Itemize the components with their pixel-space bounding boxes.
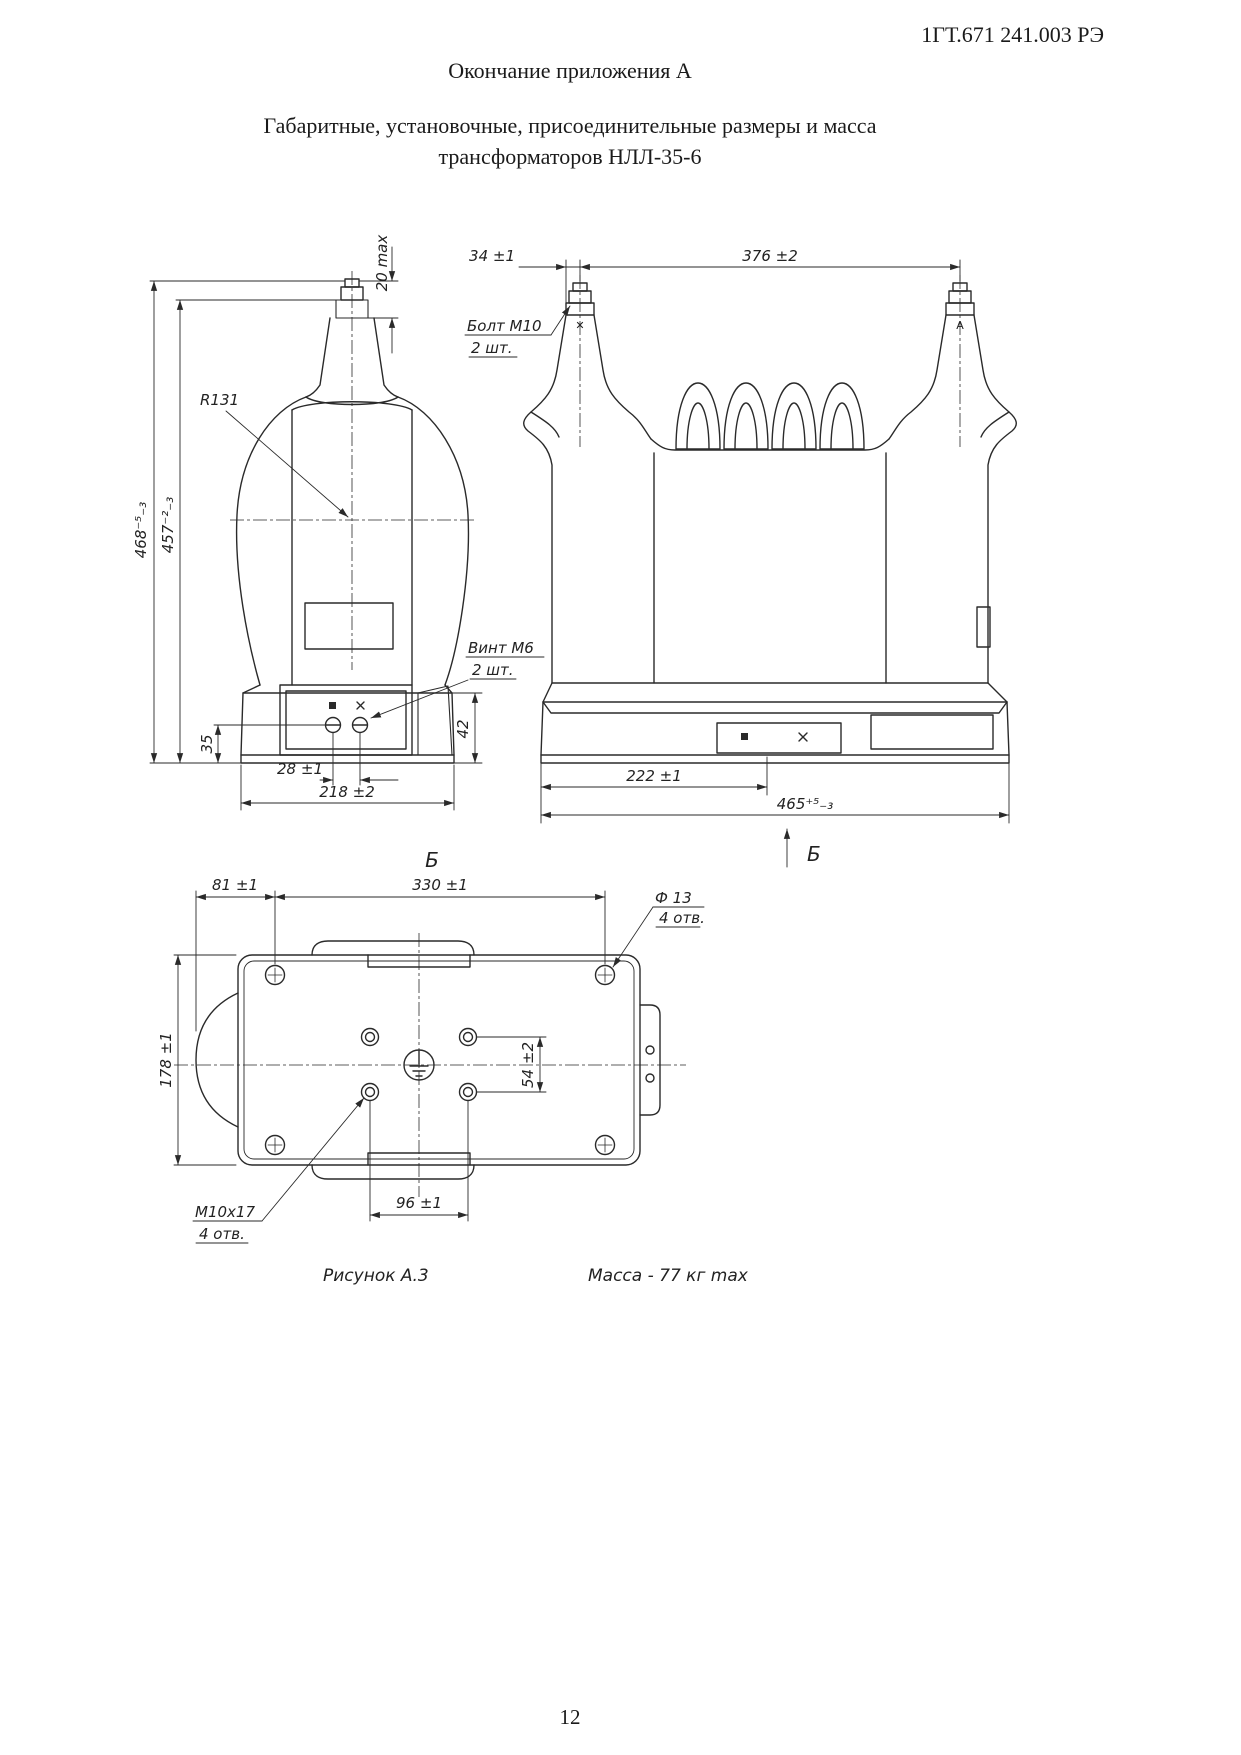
side-dim-20max: 20 max bbox=[373, 235, 391, 292]
terminal-mark-x bbox=[356, 701, 365, 710]
front-view-object bbox=[523, 282, 1017, 764]
front-dim-34: 34 ±1 bbox=[469, 247, 515, 265]
bottom-view-drawing: Б bbox=[157, 848, 705, 1244]
side-view-dimensions bbox=[149, 246, 545, 811]
front-view-arrow-label: Б bbox=[807, 842, 821, 866]
subtitle-line1: Габаритные, установочные, присоединитель… bbox=[263, 113, 877, 138]
front-terminal-box bbox=[716, 722, 842, 754]
front-right-bushing bbox=[888, 282, 1017, 684]
side-view-object bbox=[235, 278, 470, 764]
side-screw-callout-line1: Винт М6 bbox=[468, 639, 534, 657]
front-view-dimensions bbox=[464, 259, 1010, 868]
front-saddle bbox=[650, 438, 890, 451]
side-screw-callout-line2: 2 шт. bbox=[472, 661, 514, 679]
front-side-latch bbox=[976, 606, 991, 648]
terminal-mark-x bbox=[798, 732, 808, 742]
bottom-hole-callout-line2: 4 отв. bbox=[659, 909, 705, 927]
front-bolt-callout-line1: Болт М10 bbox=[467, 317, 542, 335]
front-dim-376: 376 ±2 bbox=[742, 247, 798, 265]
side-base-rib-section bbox=[417, 685, 453, 756]
bottom-view-centerlines bbox=[174, 933, 686, 1197]
terminal-mark-square bbox=[329, 702, 336, 709]
front-dim-222: 222 ±1 bbox=[626, 767, 682, 785]
side-dim-35: 35 bbox=[198, 734, 216, 753]
bottom-thread-callout-line2: 4 отв. bbox=[199, 1225, 245, 1243]
front-left-bushing-mark: ✕ bbox=[575, 319, 584, 332]
subtitle-line2: трансформаторов НЛЛ-35-6 bbox=[438, 144, 702, 169]
side-dim-42: 42 bbox=[454, 719, 472, 738]
side-dim-218: 218 ±2 bbox=[319, 783, 375, 801]
side-dim-468: 468⁻⁵₋₃ bbox=[132, 502, 150, 559]
side-bushing-neck bbox=[305, 317, 399, 406]
bottom-center-holes bbox=[360, 1027, 478, 1102]
bottom-right-block bbox=[639, 1004, 661, 1116]
ground-symbol bbox=[403, 1049, 435, 1081]
bottom-dim-81: 81 ±1 bbox=[212, 876, 258, 894]
front-view-drawing: 34 ±1 376 ±2 Болт М10 2 шт. ✕ А 222 ±1 4… bbox=[464, 247, 1017, 868]
bottom-left-bulge bbox=[195, 992, 239, 1128]
bottom-view-dimensions bbox=[173, 890, 705, 1244]
side-view-centerlines bbox=[230, 271, 475, 670]
bottom-dim-330: 330 ±1 bbox=[412, 876, 468, 894]
front-base bbox=[540, 682, 1010, 764]
front-panel bbox=[551, 452, 991, 684]
doc-code: 1ГТ.671 241.003 РЭ bbox=[921, 22, 1104, 47]
side-base bbox=[240, 684, 455, 764]
bottom-dim-54: 54 ±2 bbox=[519, 1042, 537, 1088]
side-body bbox=[235, 396, 470, 686]
side-radius-callout: R131 bbox=[200, 391, 239, 409]
front-right-bushing-mark: А bbox=[956, 319, 964, 332]
mass-label: Масса - 77 кг max bbox=[588, 1266, 748, 1286]
page-title: Окончание приложения А bbox=[448, 58, 692, 83]
figure-label: Рисунок А.3 bbox=[323, 1266, 429, 1286]
side-terminal-box bbox=[279, 684, 413, 756]
bottom-dim-178: 178 ±1 bbox=[157, 1032, 175, 1088]
bottom-bottom-tab bbox=[311, 1164, 475, 1180]
page-subtitle: Габаритные, установочные, присоединитель… bbox=[0, 110, 1140, 172]
side-view-drawing: 468⁻⁵₋₃ 457⁻²₋₃ 35 20 max R131 Винт М6 2… bbox=[132, 235, 545, 811]
bottom-view-label: Б bbox=[425, 848, 439, 872]
front-view-centerlines bbox=[579, 275, 961, 447]
side-dim-457: 457⁻²₋₃ bbox=[159, 497, 177, 554]
bottom-view-object bbox=[195, 940, 661, 1180]
side-dim-28: 28 ±1 bbox=[277, 760, 323, 778]
bottom-hole-callout-line1: Ф 13 bbox=[655, 889, 692, 907]
page-number: 12 bbox=[559, 1705, 581, 1729]
bottom-plate bbox=[195, 940, 661, 1180]
terminal-mark-square bbox=[741, 733, 748, 740]
bottom-corner-holes bbox=[264, 964, 616, 1156]
side-bushing-terminal bbox=[335, 278, 369, 319]
front-ribs bbox=[675, 382, 865, 450]
side-nameplate bbox=[304, 602, 394, 650]
front-left-bushing bbox=[523, 282, 652, 684]
bottom-thread-callout-line1: М10х17 bbox=[195, 1203, 255, 1221]
front-nameplate bbox=[870, 714, 994, 750]
bottom-dim-96: 96 ±1 bbox=[396, 1194, 442, 1212]
front-dim-465: 465⁺⁵₋₃ bbox=[777, 795, 834, 813]
front-bolt-callout-line2: 2 шт. bbox=[471, 339, 513, 357]
bottom-top-tab bbox=[311, 940, 475, 956]
